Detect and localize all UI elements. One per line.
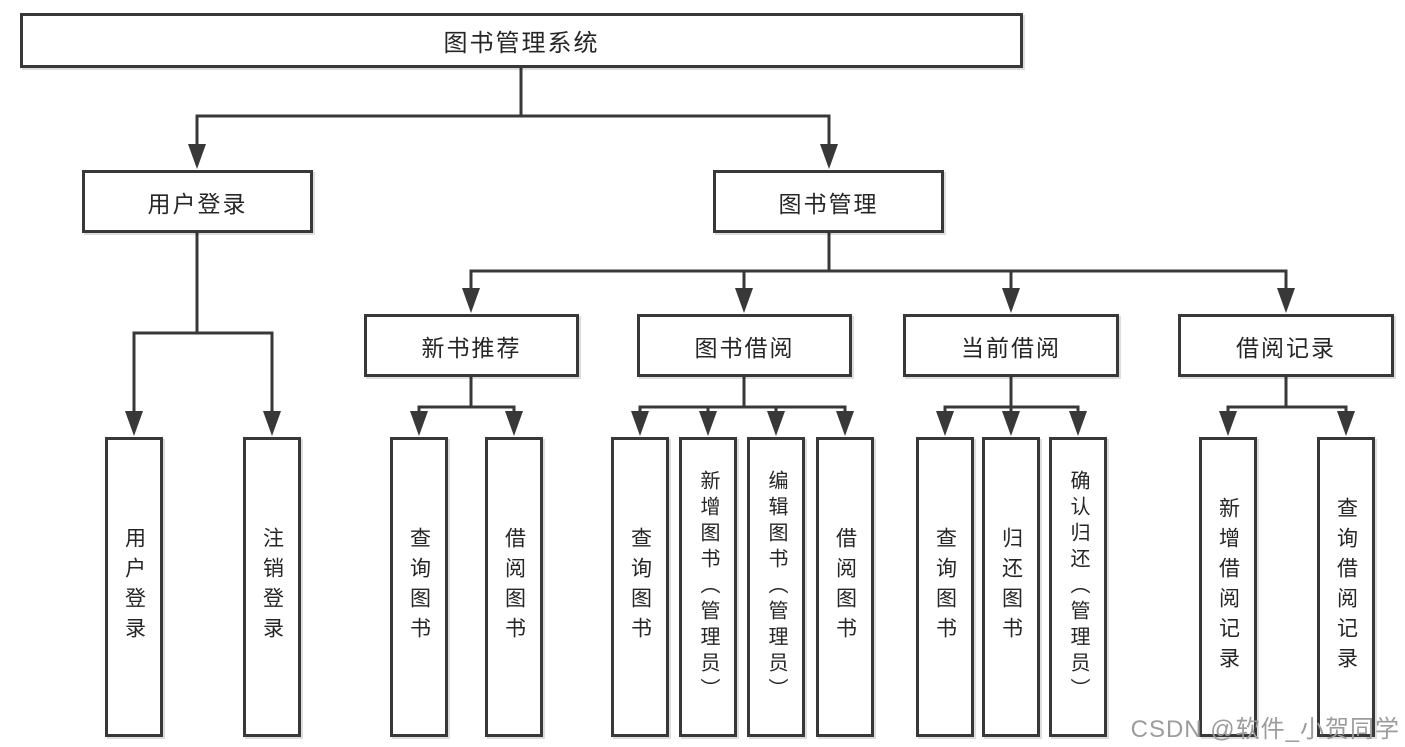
node-new-book-recommend: 新书推荐 bbox=[364, 314, 579, 377]
node-book-borrow: 图书借阅 bbox=[637, 314, 852, 377]
leaf-return-book-label: 归还图书 bbox=[999, 527, 1023, 647]
node-current-borrow: 当前借阅 bbox=[903, 314, 1119, 377]
node-user-login: 用户登录 bbox=[82, 170, 313, 233]
leaf-query-borrow-record: 查询借阅记录 bbox=[1317, 437, 1375, 737]
leaf-borrow-books-recommend: 借阅图书 bbox=[485, 437, 543, 737]
leaf-add-book-admin: 新增图书（管理员） bbox=[679, 437, 737, 737]
leaf-return-book: 归还图书 bbox=[982, 437, 1040, 737]
leaf-borrow-books-label: 借阅图书 bbox=[833, 527, 857, 647]
connector-new-book-branch bbox=[410, 377, 523, 436]
connector-borrow-records-branch bbox=[1219, 377, 1355, 436]
leaf-user-login: 用户登录 bbox=[105, 437, 163, 737]
leaf-user-login-label: 用户登录 bbox=[122, 527, 146, 647]
leaf-add-borrow-record-label: 新增借阅记录 bbox=[1216, 497, 1240, 677]
leaf-query-books-recommend: 查询图书 bbox=[390, 437, 448, 737]
leaf-borrow-books: 借阅图书 bbox=[816, 437, 874, 737]
leaf-query-books-current: 查询图书 bbox=[916, 437, 974, 737]
leaf-add-borrow-record: 新增借阅记录 bbox=[1199, 437, 1257, 737]
leaf-add-book-admin-label: 新增图书（管理员） bbox=[697, 470, 719, 704]
leaf-logout-label: 注销登录 bbox=[260, 527, 284, 647]
leaf-query-books-borrow-label: 查询图书 bbox=[628, 527, 652, 647]
connector-current-borrow-branch bbox=[936, 377, 1087, 436]
leaf-query-books-recommend-label: 查询图书 bbox=[407, 527, 431, 647]
node-borrow-records: 借阅记录 bbox=[1178, 314, 1394, 377]
leaf-confirm-return-admin-label: 确认归还（管理员） bbox=[1067, 470, 1089, 704]
node-root-system: 图书管理系统 bbox=[20, 13, 1023, 68]
leaf-edit-book-admin-label: 编辑图书（管理员） bbox=[765, 470, 787, 704]
leaf-query-borrow-record-label: 查询借阅记录 bbox=[1334, 497, 1358, 677]
watermark: CSDN @软件_小贺同学 bbox=[1130, 716, 1400, 743]
leaf-borrow-books-recommend-label: 借阅图书 bbox=[502, 527, 526, 647]
connector-book-management-branch bbox=[462, 233, 1295, 313]
leaf-query-books-borrow: 查询图书 bbox=[611, 437, 669, 737]
connector-root-to-level2 bbox=[188, 68, 838, 169]
leaf-logout: 注销登录 bbox=[243, 437, 301, 737]
leaf-edit-book-admin: 编辑图书（管理员） bbox=[747, 437, 805, 737]
connector-book-borrow-branch bbox=[631, 377, 854, 436]
connector-user-login-branch bbox=[125, 233, 281, 436]
leaf-query-books-current-label: 查询图书 bbox=[933, 527, 957, 647]
leaf-confirm-return-admin: 确认归还（管理员） bbox=[1049, 437, 1107, 737]
node-book-management: 图书管理 bbox=[713, 170, 944, 233]
